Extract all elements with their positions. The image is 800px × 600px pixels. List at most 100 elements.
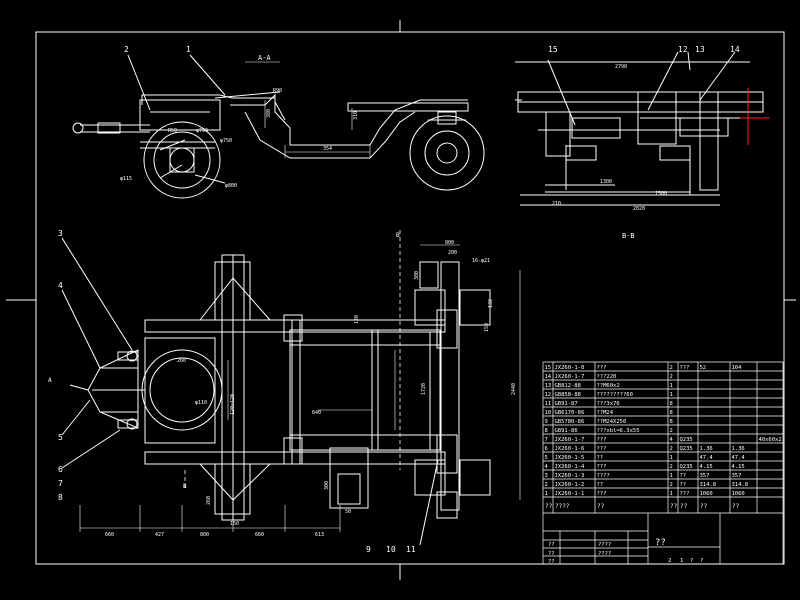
parts-cell: JX260-1-8 xyxy=(555,365,585,371)
parts-cell: 6 xyxy=(545,446,548,452)
parts-cell: ??? xyxy=(597,491,607,497)
parts-cell: 4.15 xyxy=(700,464,713,470)
dim-354: 354 xyxy=(323,146,332,152)
dim-380: 380 xyxy=(266,109,272,118)
parts-cell: ??? xyxy=(597,365,607,371)
side-view: 2 1 A-A R50 φ750 φ750 φ115 φ800 R90 380 … xyxy=(72,45,485,199)
dim-2020: 2020 xyxy=(633,206,645,212)
parts-cell: 1 xyxy=(670,392,673,398)
parts-cell: ??? xyxy=(597,464,607,470)
callout-8: 8 xyxy=(58,493,63,502)
dim-d750-a: φ750 xyxy=(196,128,208,134)
table-header-cell: ?? xyxy=(670,503,678,510)
callout-3: 3 xyxy=(58,229,63,238)
callout-7: 7 xyxy=(58,479,63,488)
dim-427: 427 xyxy=(155,532,164,538)
parts-cell: ???xbl=6.3x55 xyxy=(597,428,640,434)
parts-cell: ??M60x2 xyxy=(597,383,620,389)
parts-cell: 1 xyxy=(670,473,673,479)
dim-1500: 1500 xyxy=(655,191,667,197)
parts-cell: GB5780-86 xyxy=(555,419,585,425)
parts-cell: ???220 xyxy=(597,374,617,380)
parts-cell: 7 xyxy=(545,437,548,443)
dim-300-top: 300 xyxy=(414,271,420,280)
parts-cell: 314.8 xyxy=(732,482,749,488)
parts-cell: GB91-86 xyxy=(555,428,578,434)
parts-cell: Q235 xyxy=(680,446,693,452)
parts-cell: 357 xyxy=(732,473,742,479)
parts-cell: JX260-1-6 xyxy=(555,446,585,452)
parts-cell: ??? xyxy=(680,365,690,371)
parts-cell: JX260-1-1 xyxy=(555,491,585,497)
dim-132: 132 xyxy=(488,299,494,308)
dim-120x120: 120x120 xyxy=(230,394,236,415)
dim-2790: 2790 xyxy=(615,64,627,70)
parts-cell: 8 xyxy=(670,401,673,407)
parts-cell: 15 xyxy=(545,365,552,371)
parts-cell: 314.8 xyxy=(700,482,717,488)
parts-cell: 1060 xyxy=(732,491,745,497)
dim-660-a: 660 xyxy=(105,532,114,538)
callout-6: 6 xyxy=(58,465,63,474)
parts-cell: JX260-1-7 xyxy=(555,374,585,380)
dim-150-bottom: 150 xyxy=(230,521,239,527)
dim-d750-b: φ750 xyxy=(220,138,232,144)
section-a-marker: A xyxy=(48,377,52,384)
parts-cell: 13 xyxy=(545,383,552,389)
dim-120-mid: 120 xyxy=(354,315,360,324)
table-header-cell: ?? xyxy=(700,503,708,510)
dim-260: 260 xyxy=(177,358,186,364)
parts-cell: 2 xyxy=(670,374,673,380)
parts-cell: 357 xyxy=(700,473,710,479)
dim-r90: R90 xyxy=(273,88,282,94)
table-header-cell: ?? xyxy=(732,503,740,510)
parts-cell: 5 xyxy=(545,455,548,461)
parts-cell: 52 xyxy=(700,365,707,371)
title-block-label: ?? xyxy=(548,542,555,548)
parts-cell: 1 xyxy=(670,383,673,389)
parts-cell: 4 xyxy=(670,437,674,443)
parts-cell: Q235 xyxy=(680,464,693,470)
table-header-cell: ?? xyxy=(597,503,605,510)
section-view-label: B-B xyxy=(622,232,635,240)
table-header-cell: ???? xyxy=(555,503,570,510)
callout-15: 15 xyxy=(548,45,558,54)
title-block-label: ? xyxy=(690,558,693,564)
callout-12: 12 xyxy=(678,45,688,54)
parts-cell: ?? xyxy=(680,473,687,479)
parts-cell: 2 xyxy=(670,365,673,371)
parts-cell: GB91-87 xyxy=(555,401,578,407)
callout-10: 10 xyxy=(386,545,396,554)
parts-cell: JX260-1-3 xyxy=(555,473,585,479)
parts-cell: 2 xyxy=(670,428,673,434)
dim-200-top: 200 xyxy=(448,250,457,256)
dim-d115: φ115 xyxy=(120,176,132,182)
parts-cell: 14 xyxy=(545,374,552,380)
parts-cell: 104 xyxy=(732,365,743,371)
dim-50-bottom: 50 xyxy=(345,509,351,515)
parts-cell: 2 xyxy=(545,482,548,488)
parts-cell: 8 xyxy=(545,428,548,434)
parts-cell: JX260-1-2 xyxy=(555,482,585,488)
callout-2: 2 xyxy=(124,45,129,54)
title-block-label: ???? xyxy=(598,542,611,548)
parts-cell: 12 xyxy=(545,392,552,398)
dim-310: 310 xyxy=(353,111,359,120)
parts-cell: 47.4 xyxy=(732,455,746,461)
parts-cell: 1060 xyxy=(700,491,713,497)
parts-cell: JX260-1-7 xyxy=(555,437,585,443)
parts-cell: 2 xyxy=(670,482,673,488)
callout-4: 4 xyxy=(58,281,63,290)
title-block-label: ?? xyxy=(548,559,555,565)
dim-1720: 1720 xyxy=(421,383,427,395)
dim-2440: 2440 xyxy=(511,383,517,395)
section-view: 15 12 13 14 2790 1300 1500 210 2020 B-B xyxy=(515,45,770,240)
parts-cell: ???3x76 xyxy=(597,401,620,407)
title-block-label: 1 xyxy=(680,558,683,564)
callout-5: 5 xyxy=(58,433,63,442)
parts-cell: ??M24X250 xyxy=(597,419,627,425)
title-block-label: ???? xyxy=(598,551,611,557)
drawing-frame xyxy=(6,20,796,580)
parts-cell: ??? xyxy=(597,437,607,443)
parts-cell: ?????????60 xyxy=(597,392,633,398)
